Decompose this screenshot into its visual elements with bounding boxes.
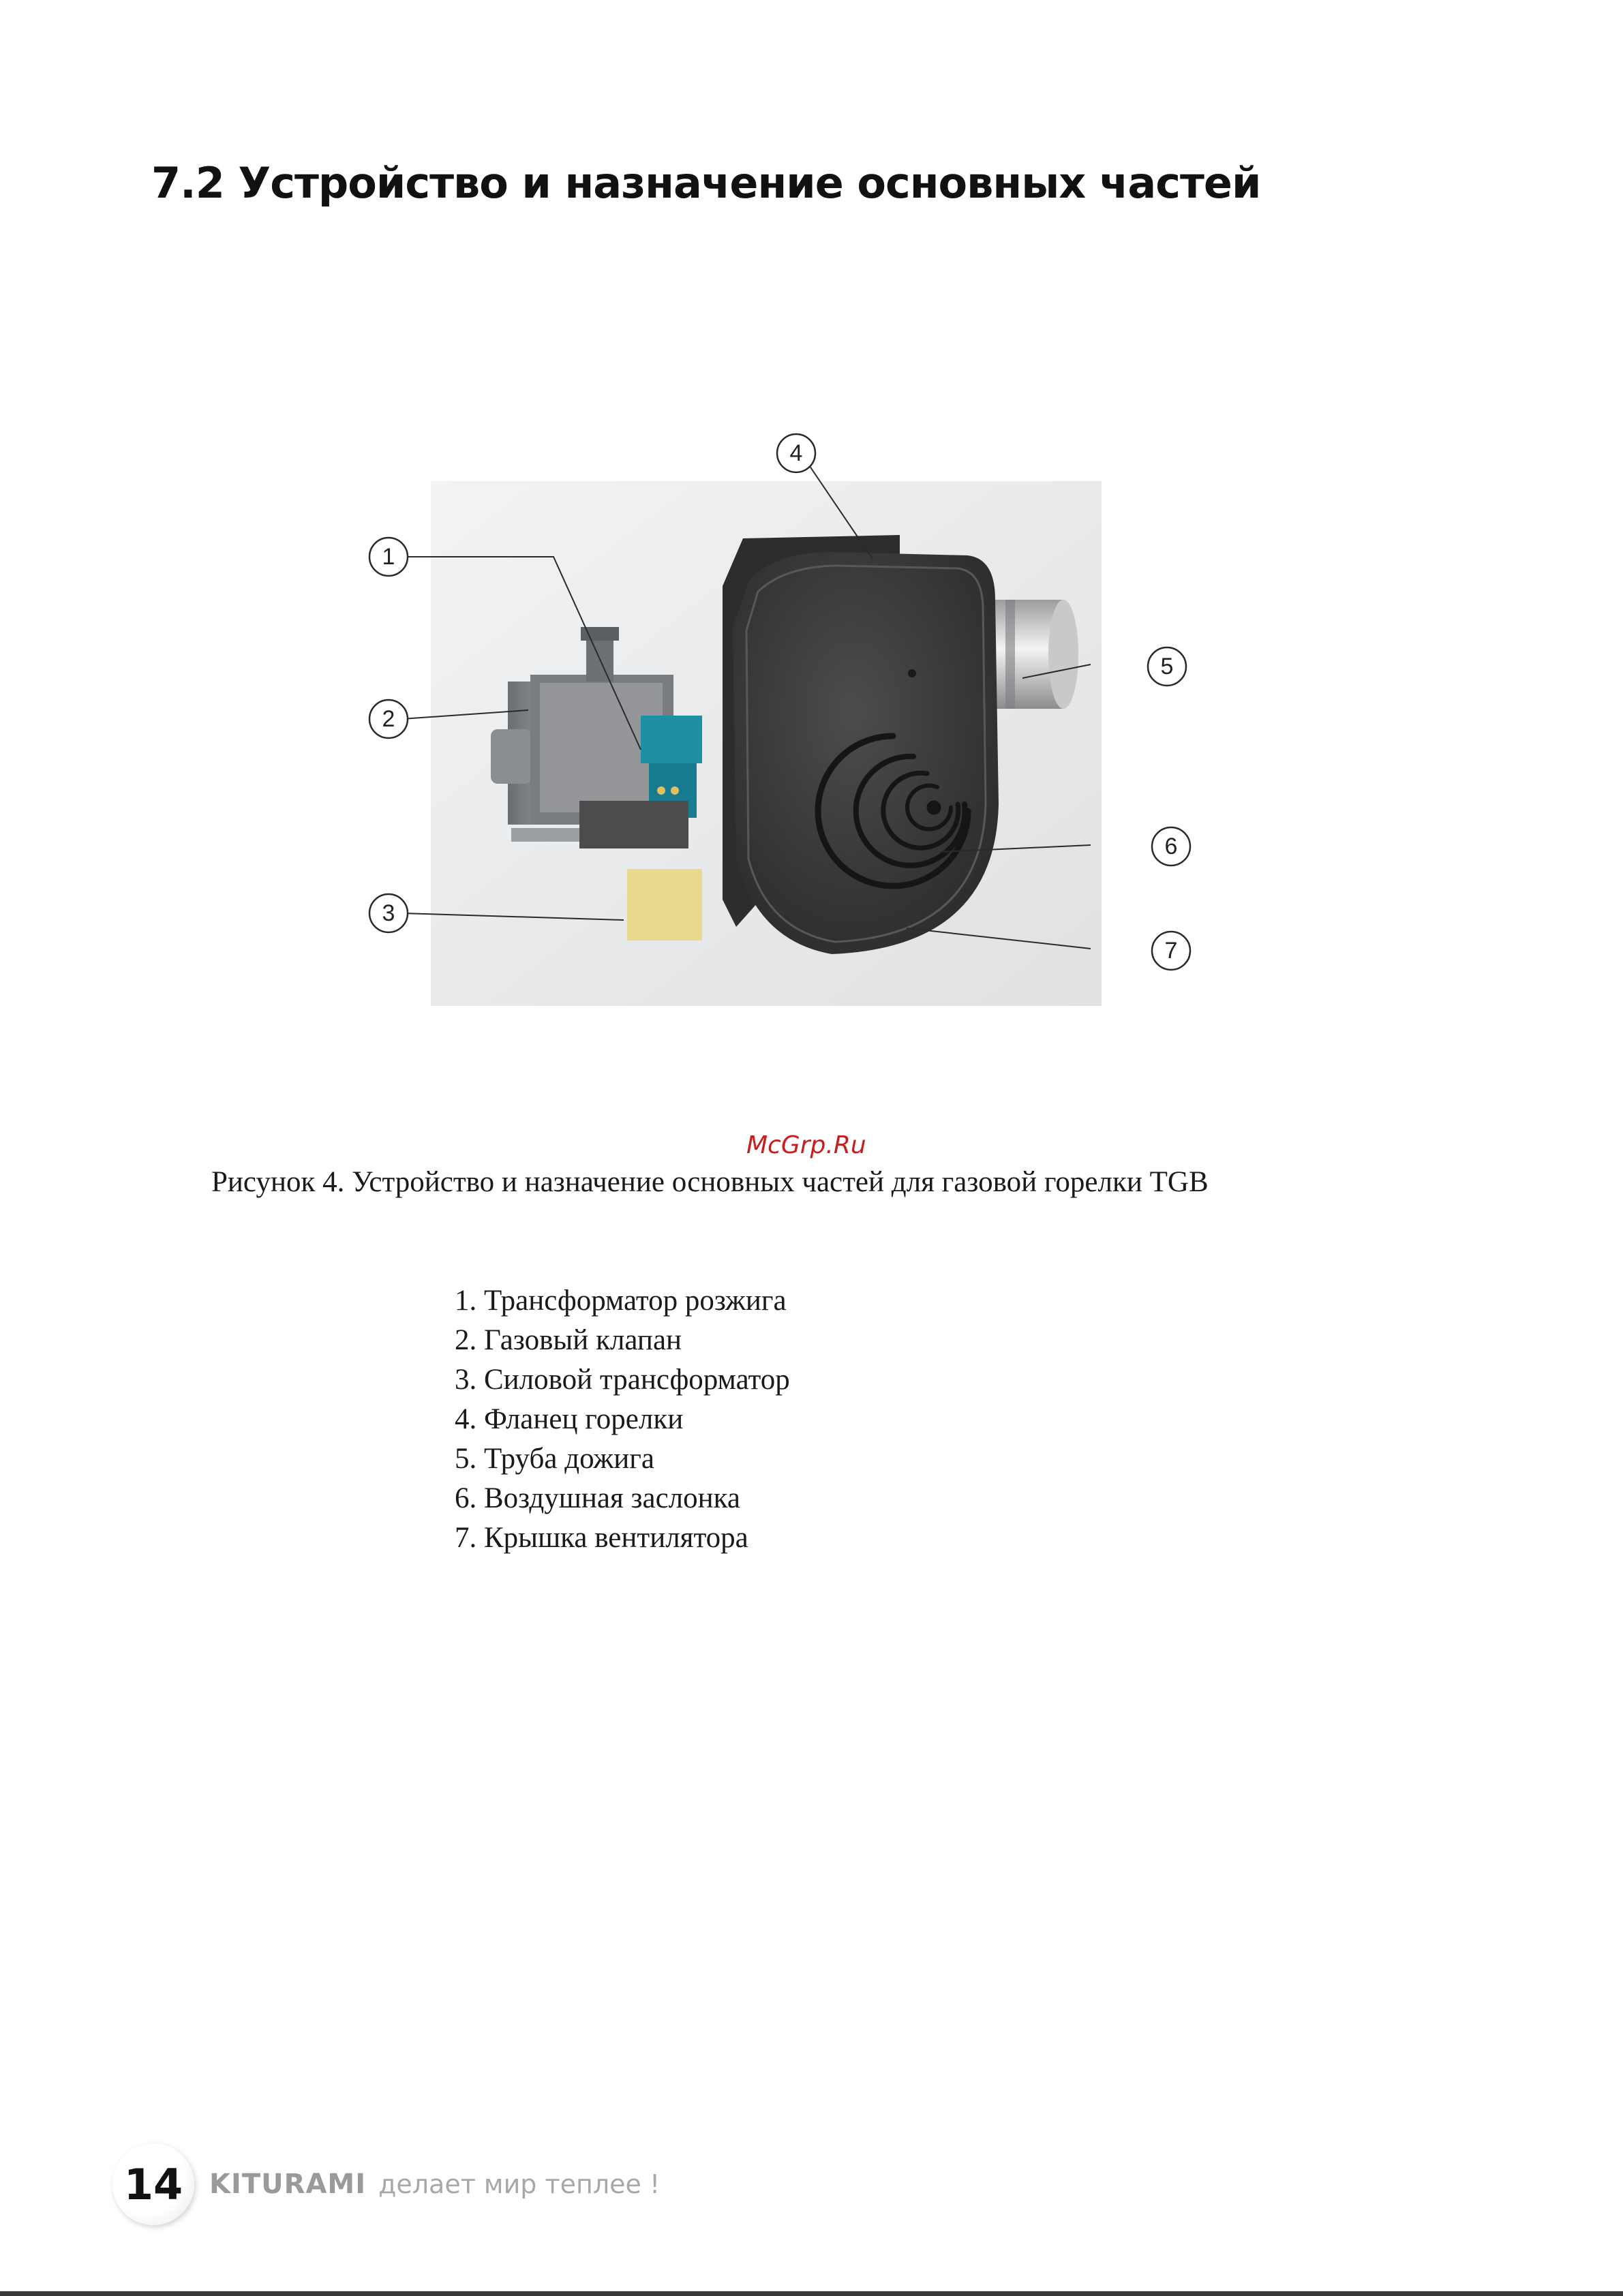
list-item: 6. Воздушная заслонка <box>455 1482 740 1514</box>
list-item: 4. Фланец горелки <box>455 1403 684 1435</box>
list-item: 1. Трансформатор розжига <box>455 1285 787 1317</box>
callout-5-circle <box>1147 646 1187 687</box>
callout-2-label: 2 <box>382 706 395 732</box>
figure-caption: Рисунок 4. Устройство и назначение основ… <box>211 1166 1209 1198</box>
callout-2-circle <box>368 699 409 739</box>
burner-figure: 1 2 3 4 5 6 7 <box>341 423 1227 1036</box>
list-item: 5. Труба дожига <box>455 1443 654 1475</box>
callout-4-label: 4 <box>790 440 803 466</box>
brand-name: KITURAMI <box>209 2169 367 2200</box>
page-number: 14 <box>112 2143 194 2225</box>
list-item: 7. Крышка вентилятора <box>455 1522 748 1554</box>
leader-line-1 <box>402 556 641 750</box>
list-item: 2. Газовый клапан <box>455 1324 682 1356</box>
callout-3-label: 3 <box>382 900 395 926</box>
leader-line-6 <box>940 844 1091 853</box>
callout-7-circle <box>1151 930 1192 971</box>
leader-line-3 <box>401 913 624 921</box>
callout-6-circle <box>1151 826 1192 867</box>
fan-housing-shape <box>733 552 999 954</box>
callout-7-label: 7 <box>1165 938 1178 964</box>
parts-list: 1. Трансформатор розжига 2. Газовый клап… <box>455 1281 790 1558</box>
callout-5-label: 5 <box>1161 654 1174 679</box>
callout-4-circle <box>776 433 817 474</box>
leader-line-4 <box>800 453 873 560</box>
leader-line-5 <box>1022 664 1091 679</box>
callout-1-label: 1 <box>382 544 395 570</box>
callout-3-circle <box>368 893 409 934</box>
brand-slogan: делает мир теплее ! <box>378 2169 661 2199</box>
callout-6-label: 6 <box>1165 833 1178 859</box>
leader-line-7 <box>906 928 1091 949</box>
bottom-divider <box>0 2291 1623 2296</box>
callout-1-circle <box>368 536 409 577</box>
power-transformer-shape <box>627 869 702 940</box>
list-item: 3. Силовой трансформатор <box>455 1364 790 1396</box>
section-heading: 7.2 Устройство и назначение основных час… <box>151 158 1261 208</box>
watermark: McGrp.Ru <box>746 1131 866 1159</box>
leader-line-2 <box>401 709 529 720</box>
air-damper-shape <box>815 733 971 889</box>
page-footer: 14 KITURAMI делает мир теплее ! <box>112 2140 660 2229</box>
